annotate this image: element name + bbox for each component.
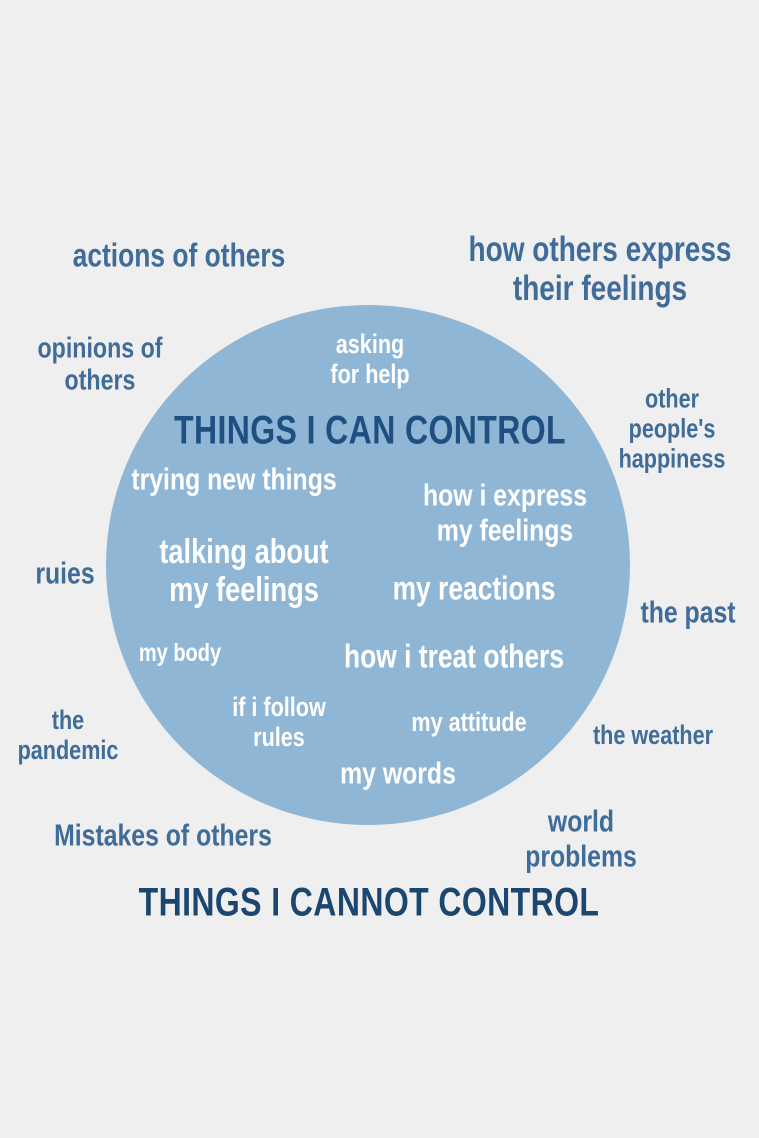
item-asking-for-help: asking for help [330, 328, 410, 389]
item-the-pandemic: the pandemic [17, 704, 119, 765]
item-talking-about: talking about my feelings [159, 532, 329, 609]
item-my-body: my body [138, 639, 222, 667]
inner-title: THINGS I CAN CONTROL [174, 408, 566, 453]
item-if-i-follow-rules: if i follow rules [232, 691, 326, 752]
item-my-words: my words [340, 755, 456, 791]
item-my-reactions: my reactions [392, 569, 556, 607]
item-the-past: the past [640, 594, 736, 630]
item-the-weather: the weather [592, 719, 714, 750]
item-other-peoples-happiness: other people's happiness [618, 383, 726, 475]
item-trying-new-things: trying new things [131, 461, 337, 497]
item-mistakes-of-others: Mistakes of others [54, 817, 272, 853]
item-opinions-of-others: opinions of others [37, 332, 163, 397]
item-actions-of-others: actions of others [72, 236, 286, 274]
item-how-i-treat-others: how i treat others [343, 637, 565, 675]
item-world-problems: world problems [525, 803, 637, 873]
outer-title: THINGS I CANNOT CONTROL [138, 880, 600, 925]
item-my-attitude: my attitude [411, 706, 527, 737]
control-circle [106, 305, 630, 825]
item-how-others-express: how others express their feelings [468, 229, 732, 308]
item-rules: ruies [35, 555, 95, 591]
item-how-i-express: how i express my feelings [422, 477, 588, 547]
